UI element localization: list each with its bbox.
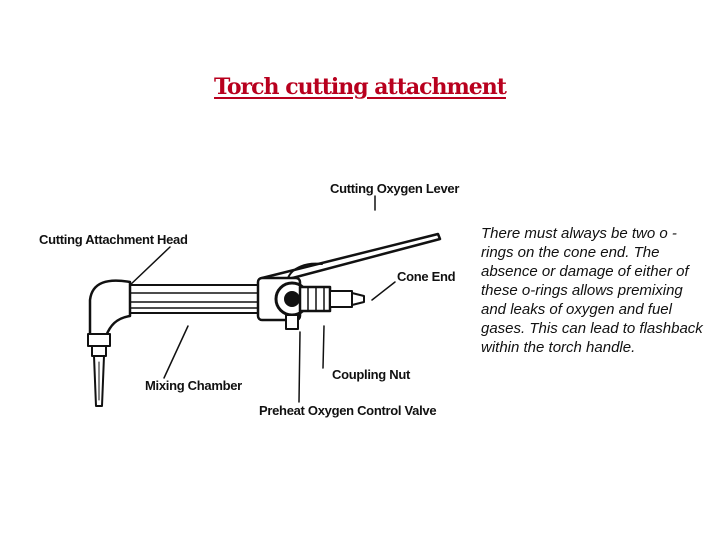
torch-illustration	[87, 195, 442, 407]
slide-title: Torch cutting attachment	[214, 74, 507, 100]
label-mixing-chamber: Mixing Chamber	[145, 378, 242, 393]
label-cutting-attachment-head: Cutting Attachment Head	[39, 232, 188, 247]
label-cone-end: Cone End	[397, 269, 456, 284]
label-cutting-oxygen-lever: Cutting Oxygen Lever	[330, 181, 460, 196]
o-ring-note: There must always be two o -rings on the…	[481, 225, 703, 356]
label-coupling-nut: Coupling Nut	[332, 367, 410, 382]
label-preheat-oxygen-control-valve: Preheat Oxygen Control Valve	[259, 403, 437, 418]
torch-diagram: Cutting Oxygen Lever Cutting Attachment …	[30, 150, 475, 430]
